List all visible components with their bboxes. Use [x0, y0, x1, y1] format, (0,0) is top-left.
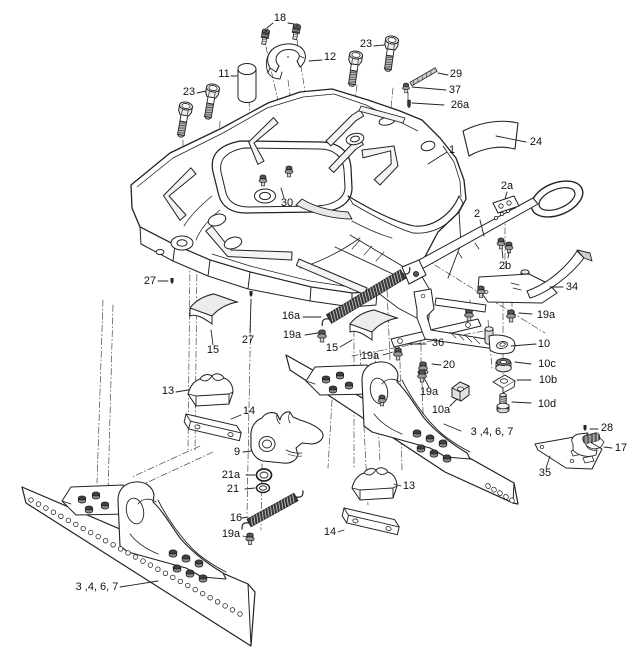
svg-text:10a: 10a — [432, 404, 451, 416]
svg-text:35: 35 — [539, 467, 551, 479]
svg-text:2b: 2b — [499, 260, 511, 272]
svg-text:14: 14 — [243, 405, 255, 417]
svg-text:10b: 10b — [539, 374, 557, 386]
svg-text:10d: 10d — [538, 398, 556, 410]
svg-text:14: 14 — [324, 526, 336, 538]
svg-text:23: 23 — [183, 86, 195, 98]
svg-text:21: 21 — [227, 483, 239, 495]
svg-text:9: 9 — [234, 446, 240, 458]
svg-text:27: 27 — [144, 275, 156, 287]
svg-text:12: 12 — [324, 51, 336, 63]
svg-text:2: 2 — [474, 208, 480, 220]
svg-text:19a: 19a — [537, 309, 556, 321]
svg-text:19a: 19a — [420, 386, 439, 398]
svg-text:15: 15 — [326, 342, 338, 354]
svg-text:20: 20 — [443, 359, 455, 371]
svg-text:18: 18 — [274, 12, 286, 24]
svg-text:13: 13 — [162, 385, 174, 397]
svg-text:24: 24 — [530, 136, 542, 148]
svg-text:36: 36 — [432, 337, 444, 349]
svg-text:19a: 19a — [283, 329, 302, 341]
svg-text:16a: 16a — [282, 310, 301, 322]
svg-text:15: 15 — [207, 344, 219, 356]
svg-text:29: 29 — [450, 68, 462, 80]
svg-text:27: 27 — [242, 334, 254, 346]
svg-text:28: 28 — [601, 422, 613, 434]
svg-text:16: 16 — [230, 512, 242, 524]
svg-text:13: 13 — [403, 480, 415, 492]
svg-text:30: 30 — [281, 197, 293, 209]
svg-text:26a: 26a — [451, 99, 470, 111]
svg-text:10: 10 — [538, 338, 550, 350]
svg-text:3 ,4, 6, 7: 3 ,4, 6, 7 — [76, 581, 119, 593]
svg-text:3 ,4, 6, 7: 3 ,4, 6, 7 — [471, 426, 514, 438]
svg-text:1: 1 — [449, 144, 455, 156]
svg-text:23: 23 — [360, 38, 372, 50]
svg-text:19a: 19a — [222, 528, 241, 540]
svg-text:11: 11 — [218, 68, 229, 80]
svg-text:21a: 21a — [222, 469, 241, 481]
svg-text:2a: 2a — [501, 180, 514, 192]
svg-text:10c: 10c — [538, 358, 556, 370]
svg-text:17: 17 — [615, 442, 627, 454]
svg-text:37: 37 — [449, 84, 461, 96]
svg-text:19a: 19a — [361, 350, 380, 362]
svg-text:34: 34 — [566, 281, 578, 293]
